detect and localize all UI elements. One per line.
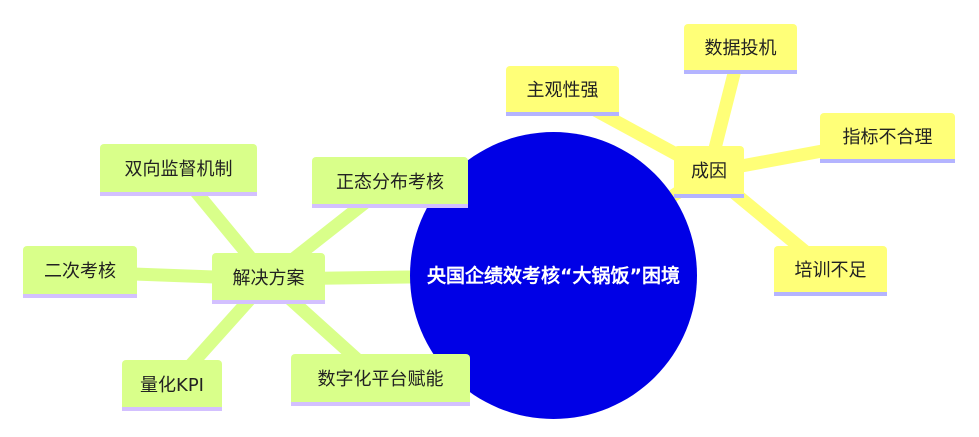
node-causes[interactable]: 成因	[674, 146, 744, 198]
node-normal-distribution[interactable]: 正态分布考核	[312, 157, 468, 208]
node-two-way-supervision[interactable]: 双向监督机制	[100, 144, 257, 196]
node-secondary-assessment[interactable]: 二次考核	[23, 246, 137, 298]
node-subjective[interactable]: 主观性强	[506, 66, 619, 116]
node-quantified-kpi[interactable]: 量化KPI	[122, 360, 222, 411]
node-digital-platform[interactable]: 数字化平台赋能	[291, 354, 470, 406]
node-data-speculation[interactable]: 数据投机	[684, 24, 797, 74]
node-unreasonable-indicators[interactable]: 指标不合理	[820, 113, 955, 163]
root-label: 央国企绩效考核“大锅饭”困境	[427, 264, 680, 287]
node-solutions[interactable]: 解决方案	[212, 253, 325, 304]
node-insufficient-training[interactable]: 培训不足	[774, 246, 887, 296]
